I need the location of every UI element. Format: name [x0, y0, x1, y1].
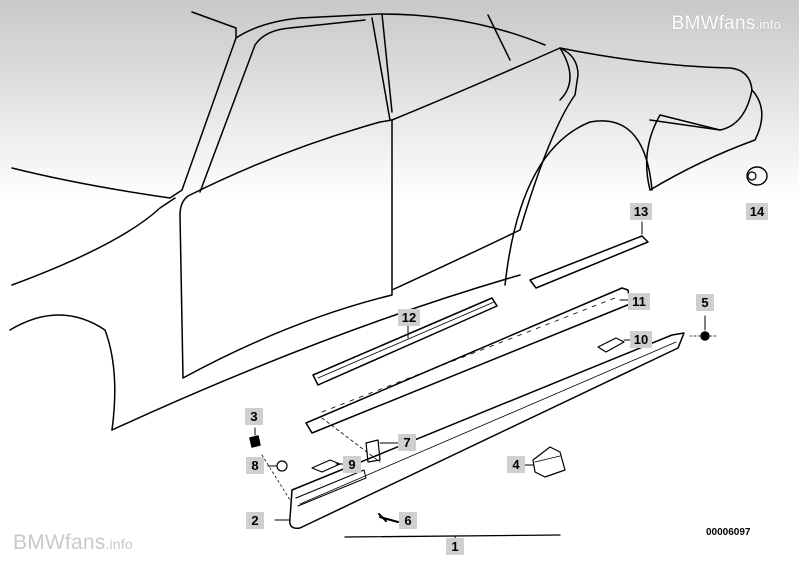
- clip-7-shape: [365, 439, 381, 463]
- car-trunk: [559, 47, 721, 131]
- clip-10-shape: [597, 337, 625, 353]
- car-roofline: [11, 11, 237, 199]
- callout-part-12[interactable]: 12: [398, 309, 420, 326]
- screw-6-shape: [378, 513, 399, 523]
- car-roof-pillar: [235, 13, 546, 46]
- grommet-14-shape: [746, 166, 768, 186]
- sill-2-shape: [288, 332, 685, 530]
- callout-part-4[interactable]: 4: [507, 456, 525, 473]
- watermark-top: BMWfans.info: [672, 13, 781, 35]
- callout-part-14[interactable]: 14: [746, 203, 768, 220]
- diagram-reference-number: 00006097: [706, 527, 751, 538]
- watermark-bottom-suffix: .info: [105, 536, 133, 552]
- car-window-front: [199, 19, 366, 193]
- car-front-line: [9, 314, 116, 431]
- callout-part-8[interactable]: 8: [246, 457, 264, 474]
- nut-3-shape: [249, 435, 261, 448]
- callout-part-13[interactable]: 13: [630, 203, 652, 220]
- car-rear-bumper: [649, 89, 763, 191]
- callout-part-5[interactable]: 5: [696, 294, 714, 311]
- end-cap-4-shape: [532, 446, 566, 478]
- car-window-rear2: [487, 14, 511, 61]
- car-rear-door: [391, 47, 579, 291]
- watermark-top-main: BMWfans: [671, 13, 756, 34]
- car-hood: [11, 197, 176, 286]
- watermark-bottom: BMWfans.info: [13, 531, 133, 555]
- car-front-door: [179, 119, 393, 379]
- car-window-rear: [371, 13, 393, 121]
- callout-part-7[interactable]: 7: [398, 434, 416, 451]
- trim-11-shape: [305, 287, 631, 434]
- background-gradient: [0, 0, 799, 200]
- strip-12-shape: [312, 297, 498, 386]
- callout-part-3[interactable]: 3: [245, 408, 263, 425]
- strip-13-shape: [529, 235, 649, 289]
- car-rear-wheel-arch: [504, 120, 653, 286]
- callout-part-2[interactable]: 2: [246, 512, 264, 529]
- callout-part-6[interactable]: 6: [399, 512, 417, 529]
- callout-part-11[interactable]: 11: [628, 293, 650, 310]
- car-body-bottom: [111, 274, 521, 431]
- car-rear-quarter: [559, 47, 753, 191]
- clip-9-shape: [311, 459, 341, 473]
- callout-part-9[interactable]: 9: [343, 456, 361, 473]
- watermark-top-suffix: .info: [755, 17, 781, 32]
- watermark-bottom-main: BMWfans: [13, 531, 106, 554]
- callout-part-10[interactable]: 10: [630, 331, 652, 348]
- callout-part-1[interactable]: 1: [446, 538, 464, 555]
